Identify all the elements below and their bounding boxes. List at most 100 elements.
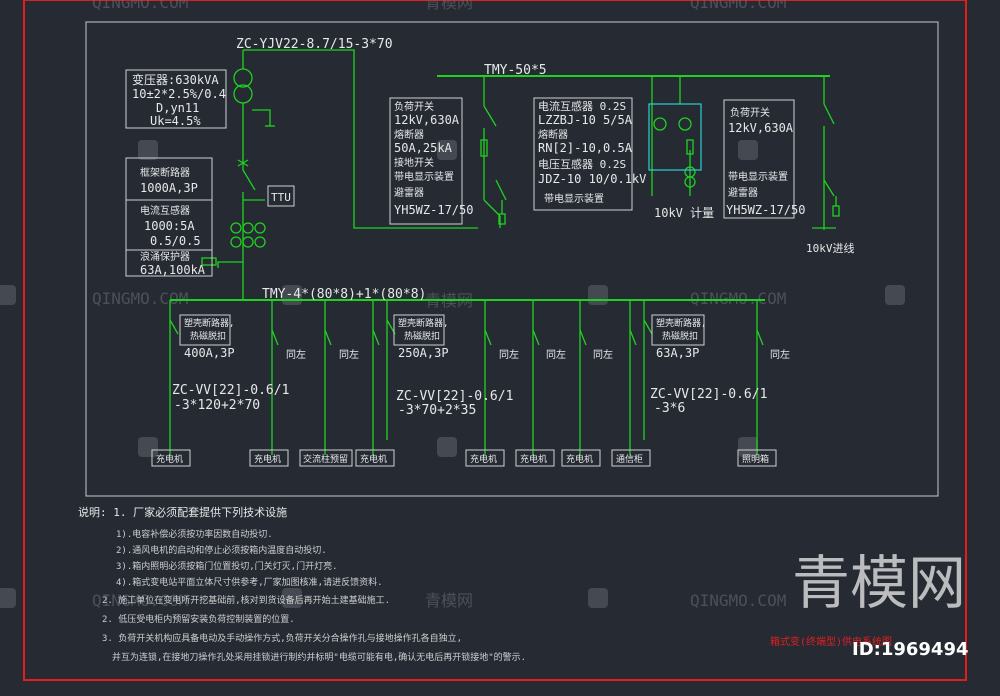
meter-caption: 10kV 计量 <box>654 206 714 220</box>
hv-ls-line: 熔断器 <box>394 128 424 141</box>
hv-in-caption: 10kV进线 <box>806 241 855 255</box>
hv-ls-line: YH5WZ-17/50 <box>394 203 473 217</box>
meter-line: JDZ-10 10/0.1kV <box>538 172 646 186</box>
ct-class: 0.5/0.5 <box>150 234 201 248</box>
hv-ls-line: 负荷开关 <box>394 100 434 113</box>
feeder-title: 热磁脱扣 <box>662 330 698 342</box>
hv-in-line: 负荷开关 <box>730 106 770 119</box>
same-as-left: 同左 <box>546 348 566 361</box>
meter-line: 熔断器 <box>538 128 568 141</box>
watermark-brand: QINGMO.COM <box>92 591 188 610</box>
load-label: 充电机 <box>254 453 281 465</box>
hv-in-line: 避雷器 <box>728 186 758 199</box>
metering-label-box <box>533 97 633 211</box>
feeder-title: 塑壳断路器, <box>184 317 234 329</box>
label-boxes <box>125 69 795 467</box>
ct-title: 电流互感器 <box>140 204 190 217</box>
outer-frame-red <box>23 0 967 681</box>
load-box <box>249 449 289 467</box>
incomer-breaker-title: 框架断路器 <box>140 166 190 179</box>
hv-cable-line <box>243 49 478 229</box>
same-as-left: 同左 <box>286 348 306 361</box>
watermark-brand: QINGMO.COM <box>92 289 188 308</box>
meter-line: LZZBJ-10 5/5A <box>538 113 633 127</box>
hv-bus-label: TMY-50*5 <box>484 63 547 78</box>
hv-in-line: YH5WZ-17/50 <box>726 203 805 217</box>
hv-ls-line: 50A,25kA <box>394 141 453 155</box>
diagram-texts: ZC-YJV22-8.7/15-3*70 变压器:630kVA 10±2*2.5… <box>78 37 892 663</box>
hv-incoming-box <box>723 99 795 219</box>
inner-frame <box>85 21 939 497</box>
transformer-winding-bottom <box>233 84 253 104</box>
note-item: 2. 低压受电柜内预留安装负荷控制装置的位置. <box>102 613 295 625</box>
same-as-left: 同左 <box>339 348 359 361</box>
meter-line: RN[2]-10,0.5A <box>538 141 633 155</box>
watermark-texts: QINGMO.COM QINGMO.COM QINGMO.COM QINGMO.… <box>92 0 786 610</box>
same-as-left: 同左 <box>499 348 519 361</box>
watermark-id: ID:1969494 <box>852 639 969 660</box>
watermark-cn: 青模网 <box>425 591 473 610</box>
feeder-cable: -3*120+2*70 <box>174 398 260 413</box>
watermark-large-brand: 青模网 <box>792 549 966 617</box>
spd-rating: 63A,100kA <box>140 263 206 277</box>
feeder-rating: 400A,3P <box>184 346 235 360</box>
feeder-rating: 63A,3P <box>656 346 699 360</box>
load-label: 充电机 <box>360 453 387 465</box>
meter-line: 电压互感器 0.2S <box>538 158 626 171</box>
metering-box <box>648 103 702 171</box>
load-box <box>355 449 395 467</box>
hv-in-line: 带电显示装置 <box>728 170 788 183</box>
feeder-title: 塑壳断路器, <box>656 317 706 329</box>
meter-line: 电流互感器 0.2S <box>538 99 626 113</box>
transformer-line: 10±2*2.5%/0.4 <box>132 87 226 101</box>
feeder-title: 热磁脱扣 <box>404 330 440 342</box>
load-box <box>561 449 601 467</box>
watermark-brand: QINGMO.COM <box>690 289 786 308</box>
ct-ratio: 1000:5A <box>144 219 195 233</box>
watermark-brand: QINGMO.COM <box>92 0 188 12</box>
note-item: 2).通风电机的启动和停止必须按箱内温度自动投切. <box>116 544 327 556</box>
top-cable-label: ZC-YJV22-8.7/15-3*70 <box>236 37 393 52</box>
note-item: 并互为连锁,在接地刀操作孔处采用挂锁进行制约并标明"电缆可能有电,确认无电后再开… <box>112 651 526 663</box>
hv-ls-line: 接地开关 <box>394 156 434 169</box>
feeder-cable: ZC-VV[22]-0.6/1 <box>172 383 289 398</box>
hv-in-line: 12kV,630A <box>728 121 794 135</box>
note-item: 3).箱内照明必须按箱门位置投切,门关灯灭,门开灯亮. <box>116 560 338 572</box>
load-box <box>299 449 353 467</box>
meter-line: 带电显示装置 <box>544 192 604 205</box>
incomer-box <box>125 157 213 277</box>
note-item: 1).电容补偿必须按功率因数自动投切. <box>116 528 273 540</box>
load-label: 通信柜 <box>616 453 643 465</box>
load-label: 充电机 <box>470 453 497 465</box>
hv-load-switch-box <box>389 97 463 225</box>
feeder-cable: -3*6 <box>654 401 685 416</box>
load-box <box>465 449 505 467</box>
transformer-line: D,yn11 <box>156 101 199 115</box>
feeder-title: 塑壳断路器, <box>398 317 448 329</box>
note-item: 3. 负荷开关机构应具备电动及手动操作方式,负荷开关分合操作孔与接地操作孔各自独… <box>102 632 462 644</box>
spd-title: 浪涌保护器 <box>140 250 190 263</box>
load-label: 照明箱 <box>742 453 769 465</box>
lv-bus-label: TMY-4*(80*8)+1*(80*8) <box>262 287 426 302</box>
note-item: 2. 施工单位在变电所开挖基础前,核对到货设备后再开始土建基础施工. <box>102 594 390 606</box>
feeder-cable: ZC-VV[22]-0.6/1 <box>650 387 767 402</box>
watermark-brand: QINGMO.COM <box>690 0 786 12</box>
hv-ls-line: 12kV,630A <box>394 113 460 127</box>
transformer-winding-top <box>233 68 253 88</box>
load-label: 交流柱预留 <box>303 453 348 465</box>
transformer-box <box>125 69 227 129</box>
incomer-breaker-rating: 1000A,3P <box>140 181 198 195</box>
same-as-left: 同左 <box>593 348 613 361</box>
watermark-cn: 青模网 <box>425 0 473 12</box>
hv-ls-line: 避雷器 <box>394 186 424 199</box>
feeder-cable: ZC-VV[22]-0.6/1 <box>396 389 513 404</box>
drawing-title: 箱式变(终端型)供电系统图 <box>770 635 892 648</box>
load-box <box>611 449 651 467</box>
feeder-title: 热磁脱扣 <box>190 330 226 342</box>
load-box <box>515 449 555 467</box>
transformer-line: 变压器:630kVA <box>132 72 219 87</box>
watermark-brand: QINGMO.COM <box>690 591 786 610</box>
hv-ls-line: 带电显示装置 <box>394 170 454 183</box>
load-box <box>151 449 191 467</box>
